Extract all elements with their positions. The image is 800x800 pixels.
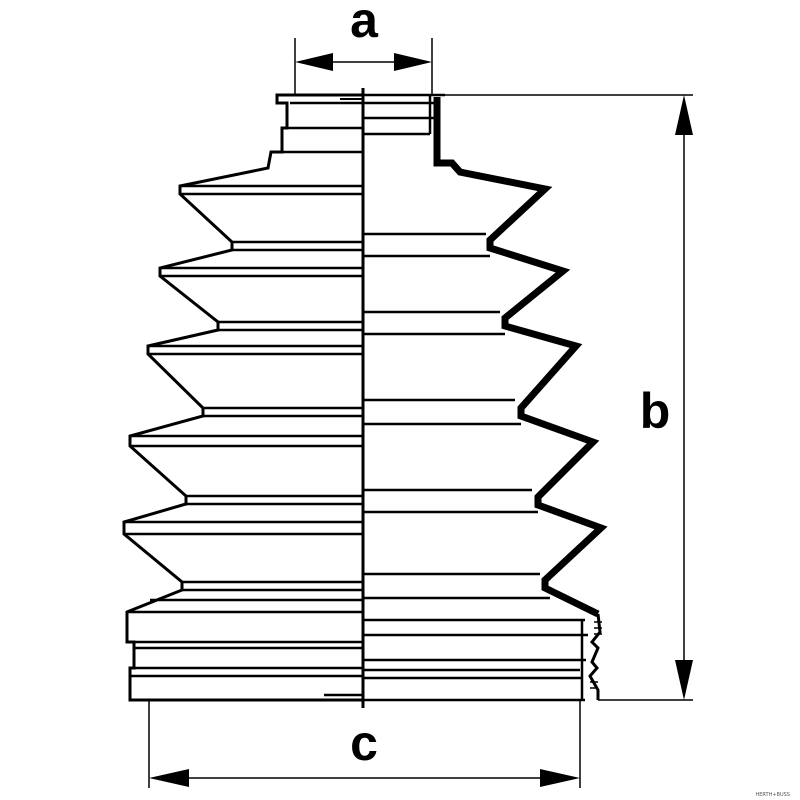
dimension-a: a (294, 0, 433, 95)
watermark: HERTH+BUSS (756, 792, 790, 798)
dimension-c-arrow-right (540, 769, 580, 787)
boot-left-outline (122, 93, 363, 702)
base-hatch (590, 621, 602, 689)
boot-right-rings (363, 93, 588, 702)
boot-section-view (363, 93, 608, 702)
dimension-a-arrow-left (295, 53, 333, 71)
boot-outer-view (122, 93, 363, 702)
dimension-b-arrow-bottom (675, 660, 693, 700)
dimension-c: c (148, 700, 581, 788)
dimension-c-arrow-left (149, 769, 189, 787)
boot-base-section (588, 613, 602, 700)
boot-wall-section (433, 97, 608, 618)
dimension-c-label: c (350, 715, 378, 771)
dimension-a-arrow-right (394, 53, 432, 71)
dimension-b-label: b (640, 383, 671, 439)
boot-left-rings (124, 101, 363, 697)
dimension-b-arrow-top (675, 95, 693, 135)
dimension-a-label: a (350, 0, 379, 48)
dimension-b: b (445, 94, 693, 701)
